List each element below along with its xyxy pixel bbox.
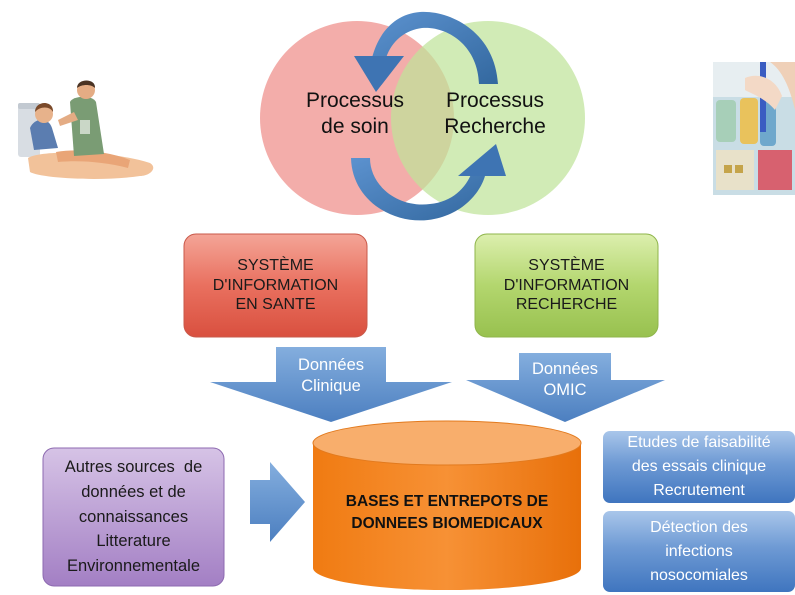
laboratory-research-photo: [713, 62, 795, 195]
venn-label-soin-line2: de soin: [321, 115, 389, 139]
venn-label-soin: Processus de soin: [292, 88, 418, 141]
application-faisabilite-line2: des essais clinique: [631, 458, 767, 475]
other-sources-line4: Litterature: [96, 532, 171, 551]
application-detection-label: Détection des infections nosocomiales: [603, 511, 795, 592]
other-sources-label: Autres sources de données et de connaiss…: [43, 448, 224, 586]
cycle-bottom-arrow-icon: [351, 144, 506, 221]
system-box-sante-label: SYSTÈME D'INFORMATION EN SANTE: [184, 234, 367, 337]
system-box-sante: [183, 233, 368, 338]
patient-care-illustration: [18, 80, 154, 179]
cycle-top-arrow-icon: [354, 11, 498, 92]
venn-label-recherche-line1: Processus: [445, 89, 545, 112]
application-faisabilite-label: Etudes de faisabilité des essais cliniqu…: [603, 431, 795, 503]
application-faisabilite-line3: Recrutement: [653, 482, 745, 499]
arrow-donnees-clinique-label: Données Clinique: [276, 352, 386, 400]
system-box-sante-line2: D'INFORMATION: [212, 276, 339, 294]
application-box-detection: [603, 511, 795, 592]
arrow-donnees-omic-line2: OMIC: [543, 381, 587, 399]
other-sources-line2: données et de: [81, 482, 186, 501]
venn-right-circle: [391, 21, 585, 215]
other-sources-box: [42, 447, 225, 587]
arrow-donnees-clinique-line2: Clinique: [301, 377, 361, 395]
arrow-donnees-omic-line1: Données: [531, 359, 599, 378]
system-box-sante-line1: SYSTÈME: [237, 257, 314, 275]
arrow-donnees-clinique-line1: Données: [297, 355, 365, 374]
database-label: BASES ET ENTREPOTS DE DONNEES BIOMEDICAU…: [313, 478, 581, 548]
venn-label-soin-line1: Processus: [305, 89, 405, 112]
other-sources-line5: Environnementale: [67, 557, 200, 576]
application-detection-line1: Détection des: [650, 518, 748, 536]
application-detection-line3: nosocomiales: [650, 566, 748, 584]
arrow-donnees-clinique: [210, 347, 452, 422]
arrow-to-database-icon: [250, 462, 305, 542]
application-faisabilite-line1: Etudes de faisabilité: [627, 434, 771, 451]
system-box-sante-line3: EN SANTE: [235, 296, 316, 314]
database-line2: DONNEES BIOMEDICAUX: [351, 515, 543, 532]
venn-label-recherche: Processus Recherche: [432, 88, 558, 141]
other-sources-line3: connaissances: [78, 507, 189, 526]
system-box-recherche: [474, 233, 659, 338]
venn-label-recherche-line2: Recherche: [444, 115, 546, 139]
system-box-recherche-line3: RECHERCHE: [515, 296, 618, 314]
database-cylinder: [312, 420, 582, 590]
arrow-donnees-omic-label: Données OMIC: [510, 356, 620, 404]
other-sources-line1: Autres sources de: [64, 458, 203, 477]
database-line1: BASES ET ENTREPOTS DE: [345, 493, 549, 511]
application-box-faisabilite: [603, 431, 795, 503]
system-box-recherche-line1: SYSTÈME: [528, 257, 605, 275]
system-box-recherche-line2: D'INFORMATION: [503, 276, 630, 294]
arrow-donnees-omic: [466, 353, 665, 422]
system-box-recherche-label: SYSTÈME D'INFORMATION RECHERCHE: [475, 234, 658, 337]
application-detection-line2: infections: [665, 542, 733, 560]
